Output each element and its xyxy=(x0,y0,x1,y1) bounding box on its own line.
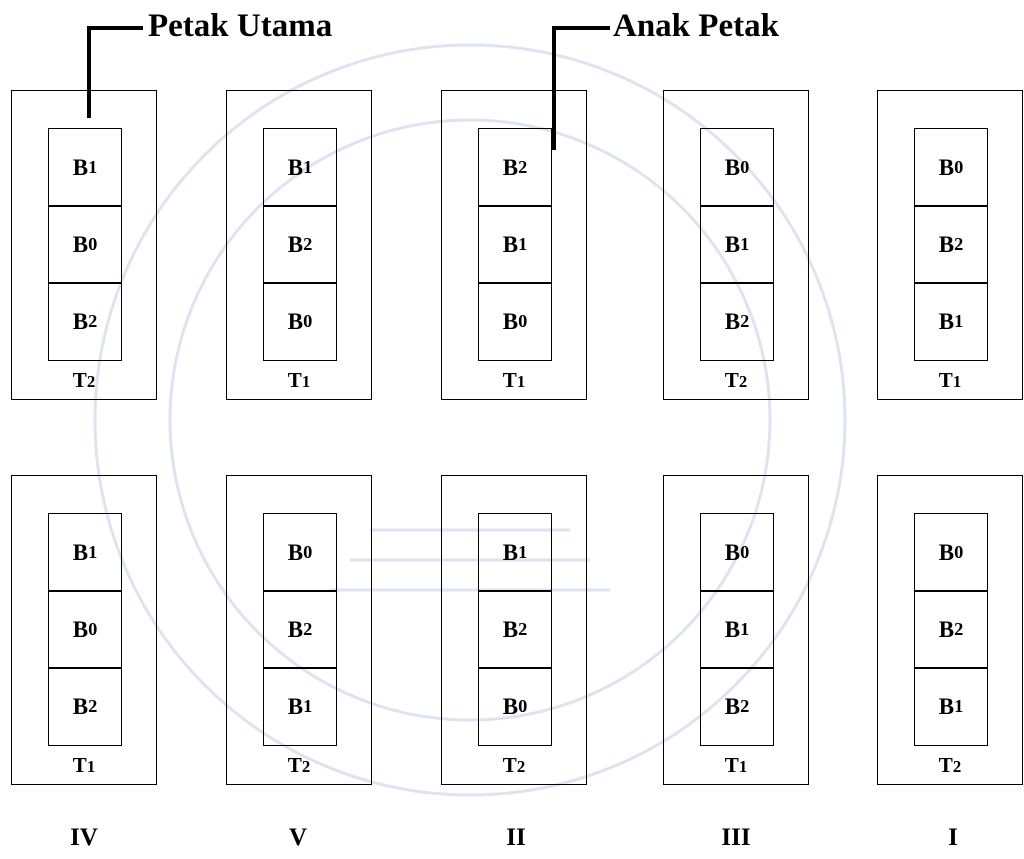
main-plot-callout-horizontal xyxy=(87,26,143,30)
replication-label: IV xyxy=(70,824,98,851)
treatment-label: T2 xyxy=(938,753,962,777)
sub-plot-callout-horizontal xyxy=(552,26,610,30)
treatment-label: T2 xyxy=(724,368,748,392)
treatment-label: T2 xyxy=(72,368,96,392)
treatment-label: T1 xyxy=(938,368,962,392)
treatment-label: T2 xyxy=(502,753,526,777)
replication-label: I xyxy=(948,824,958,851)
replication-label: III xyxy=(721,824,751,851)
replication-label: II xyxy=(506,824,526,851)
treatment-label: T2 xyxy=(287,753,311,777)
treatment-label: T1 xyxy=(72,753,96,777)
treatment-label: T1 xyxy=(287,368,311,392)
main-plot-callout-vertical xyxy=(87,26,91,118)
replication-label: V xyxy=(288,824,308,851)
main-plot-callout-label: Petak Utama xyxy=(148,8,333,44)
treatment-label: T1 xyxy=(502,368,526,392)
sub-plot-callout-vertical xyxy=(552,26,556,150)
sub-plot-callout-label: Anak Petak xyxy=(613,8,779,44)
treatment-label: T1 xyxy=(724,753,748,777)
